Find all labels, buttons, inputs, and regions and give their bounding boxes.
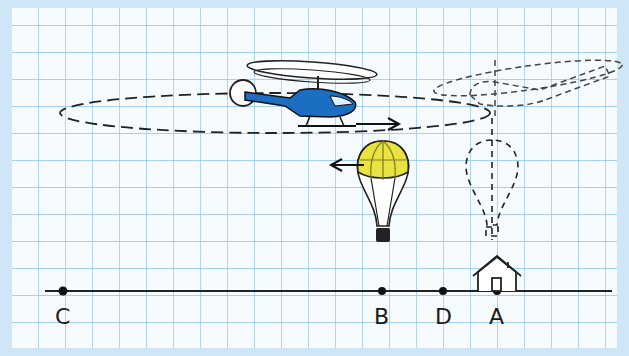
point-label: C	[55, 306, 70, 328]
point-label: A	[489, 306, 504, 328]
helicopter-outline	[432, 53, 623, 118]
paper	[12, 8, 617, 348]
balloon-outline	[466, 118, 518, 240]
point-label: D	[435, 306, 452, 328]
helicopter	[230, 57, 399, 130]
ground-line	[45, 290, 612, 292]
point-label: B	[374, 306, 389, 328]
grid	[12, 8, 617, 348]
house	[473, 256, 521, 291]
ground-points	[59, 287, 502, 296]
hot-air-balloon	[331, 141, 409, 242]
